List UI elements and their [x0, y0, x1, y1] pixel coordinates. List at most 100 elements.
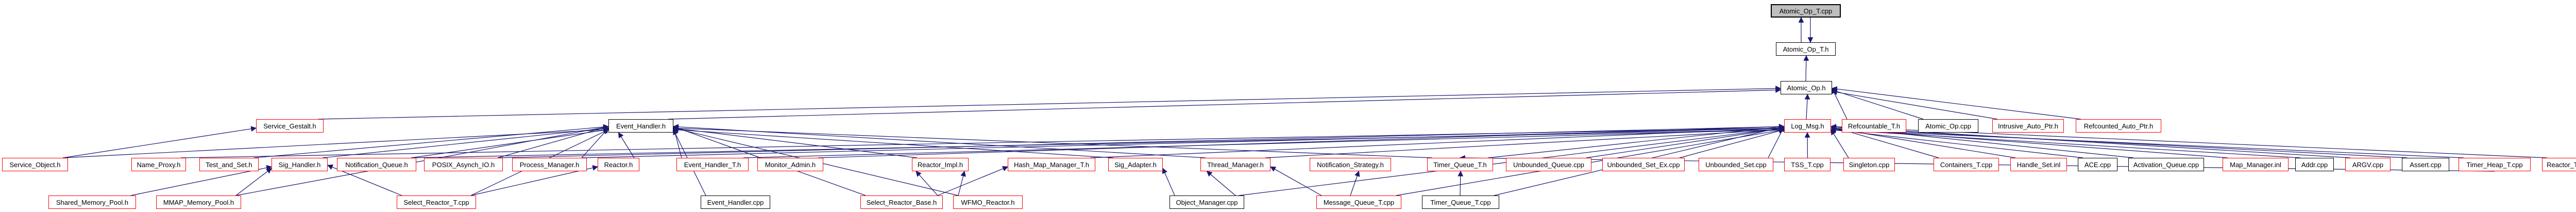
node-label: Event_Handler.h — [616, 122, 666, 130]
node-object_manager_cpp[interactable]: Object_Manager.cpp — [1170, 195, 1244, 209]
node-label: Event_Handler.cpp — [707, 198, 764, 206]
edge-mmap_memory_pool_h-sig_handler_h — [235, 168, 272, 196]
node-label: MMAP_Memory_Pool.h — [163, 198, 234, 206]
edge-addr_cpp-log_msg_h — [1830, 127, 2301, 158]
node-atomic_op_h[interactable]: Atomic_Op.h — [1781, 81, 1832, 94]
edge-reactor_h-event_handler_h — [618, 132, 635, 158]
node-refcounted_auto_ptr_h[interactable]: Refcounted_Auto_Ptr.h — [2076, 119, 2161, 133]
node-assert_cpp[interactable]: Assert.cpp — [2402, 158, 2449, 171]
node-label: Unbounded_Queue.cpp — [1513, 160, 1585, 169]
node-service_object_h[interactable]: Service_Object.h — [2, 158, 68, 171]
node-label: Select_Reactor_Base.h — [866, 198, 937, 206]
node-test_and_set_h[interactable]: Test_and_Set.h — [199, 158, 259, 171]
edge-wfmo_reactor_h-reactor_impl_h — [958, 170, 966, 196]
node-wfmo_reactor_h[interactable]: WFMO_Reactor.h — [953, 195, 1023, 209]
node-name_proxy_h[interactable]: Name_Proxy.h — [131, 158, 186, 171]
edge-timer_queue_t_h-event_handler_h — [672, 125, 1433, 158]
node-unbounded_set_ex_cpp[interactable]: Unbounded_Set_Ex.cpp — [1602, 158, 1685, 171]
node-label: Atomic_Op_T.cpp — [1779, 7, 1833, 15]
node-label: Shared_Memory_Pool.h — [56, 198, 129, 206]
edge-event_handler_t_h-event_handler_h — [672, 126, 682, 158]
node-notification_strategy_h[interactable]: Notification_Strategy.h — [1310, 158, 1391, 171]
node-notification_queue_h[interactable]: Notification_Queue.h — [337, 158, 416, 171]
node-singleton_cpp[interactable]: Singleton.cpp — [1843, 158, 1895, 171]
node-atomic_op_cpp[interactable]: Atomic_Op.cpp — [1918, 119, 1978, 133]
node-label: Timer_Queue_T.h — [1433, 160, 1487, 169]
node-label: Containers_T.cpp — [1940, 160, 1993, 169]
node-label: Service_Gestalt.h — [263, 122, 316, 130]
node-label: Monitor_Admin.h — [765, 160, 816, 169]
edge-select_reactor_base_h-reactor_impl_h — [916, 171, 938, 196]
node-label: Hash_Map_Manager_T.h — [1014, 160, 1089, 169]
node-log_msg_h[interactable]: Log_Msg.h — [1784, 119, 1831, 133]
node-label: Atomic_Op_T.h — [1783, 45, 1829, 53]
edge-message_queue_t_cpp-notification_strategy_h — [1350, 170, 1360, 196]
edge-name_proxy_h-log_msg_h — [180, 125, 1785, 158]
node-label: Name_Proxy.h — [137, 160, 181, 169]
node-argv_cpp[interactable]: ARGV.cpp — [2345, 158, 2391, 171]
edge-thread_manager_h-event_handler_h — [672, 124, 1206, 158]
node-label: Notification_Queue.h — [345, 160, 408, 169]
node-thread_manager_h[interactable]: Thread_Manager.h — [1200, 158, 1270, 171]
node-label: Unbounded_Set.cpp — [1705, 160, 1767, 169]
node-label: Sig_Handler.h — [278, 160, 321, 169]
node-handle_set_inl[interactable]: Handle_Set.inl — [2010, 158, 2067, 171]
edge-posix_asynch_io_h-log_msg_h — [497, 124, 1785, 158]
node-timer_queue_t_cpp2[interactable]: Timer_Queue_T.cpp — [1422, 195, 1499, 209]
node-label: ACE.cpp — [2084, 160, 2111, 169]
node-timer_queue_t_h[interactable]: Timer_Queue_T.h — [1427, 158, 1493, 171]
node-message_queue_t_cpp[interactable]: Message_Queue_T.cpp — [1316, 195, 1401, 209]
node-select_reactor_base_h[interactable]: Select_Reactor_Base.h — [860, 195, 943, 209]
node-refcountable_t_h[interactable]: Refcountable_T.h — [1842, 119, 1906, 133]
node-tss_t_cpp[interactable]: TSS_T.cpp — [1784, 158, 1831, 171]
node-unbounded_set_cpp[interactable]: Unbounded_Set.cpp — [1699, 158, 1773, 171]
node-intrusive_auto_ptr_h[interactable]: Intrusive_Auto_Ptr.h — [1992, 119, 2064, 133]
node-reactor_h[interactable]: Reactor.h — [598, 158, 639, 171]
edge-notification_queue_h-event_handler_h — [411, 127, 609, 158]
edge-notification_queue_h-log_msg_h — [411, 127, 1785, 158]
node-addr_cpp[interactable]: Addr.cpp — [2295, 158, 2334, 171]
node-label: Assert.cpp — [2410, 160, 2442, 169]
edge-unbounded_queue_cpp-log_msg_h — [1586, 126, 1785, 158]
node-reactor_impl_h[interactable]: Reactor_Impl.h — [912, 158, 969, 171]
edge-timer_queue_t_h-log_msg_h — [1487, 124, 1785, 158]
node-timer_heap_t_cpp[interactable]: Timer_Heap_T.cpp — [2459, 158, 2531, 171]
node-process_manager_h[interactable]: Process_Manager.h — [512, 158, 587, 171]
node-atomic_op_t_h[interactable]: Atomic_Op_T.h — [1776, 42, 1836, 56]
node-event_handler_cpp[interactable]: Event_Handler.cpp — [701, 195, 770, 209]
node-select_reactor_t_cpp[interactable]: Select_Reactor_T.cpp — [397, 195, 476, 209]
node-map_manager_inl[interactable]: Map_Manager.inl — [2223, 158, 2289, 171]
node-label: Activation_Queue.cpp — [2133, 160, 2199, 169]
node-sig_handler_h[interactable]: Sig_Handler.h — [272, 158, 328, 171]
edge-event_handler_h-atomic_op_h — [668, 87, 1782, 120]
node-event_handler_t_h[interactable]: Event_Handler_T.h — [676, 158, 749, 171]
node-label: Map_Manager.inl — [2230, 160, 2281, 169]
edge-object_manager_cpp-sig_adapter_h — [1162, 168, 1175, 196]
edge-atomic_op_cpp-atomic_op_h — [1831, 89, 1924, 120]
node-posix_asynch_io_h[interactable]: POSIX_Asynch_IO.h — [424, 158, 503, 171]
node-label: Notification_Strategy.h — [1317, 160, 1384, 169]
node-sig_adapter_h[interactable]: Sig_Adapter.h — [1108, 158, 1163, 171]
node-atomic_op_t_cpp: Atomic_Op_T.cpp — [1771, 4, 1841, 18]
node-event_handler_h[interactable]: Event_Handler.h — [608, 119, 673, 133]
node-label: Singleton.cpp — [1849, 160, 1890, 169]
node-mmap_memory_pool_h[interactable]: MMAP_Memory_Pool.h — [156, 195, 241, 209]
node-shared_memory_pool_h[interactable]: Shared_Memory_Pool.h — [48, 195, 136, 209]
node-hash_map_manager_t_h[interactable]: Hash_Map_Manager_T.h — [1008, 158, 1095, 171]
node-unbounded_queue_cpp[interactable]: Unbounded_Queue.cpp — [1506, 158, 1591, 171]
node-activation_queue_cpp[interactable]: Activation_Queue.cpp — [2128, 158, 2204, 171]
edge-log_msg_h-atomic_op_h — [1804, 93, 1810, 120]
node-service_gestalt_h[interactable]: Service_Gestalt.h — [256, 119, 324, 133]
node-monitor_admin_h[interactable]: Monitor_Admin.h — [757, 158, 823, 171]
edge-object_manager_cpp-thread_manager_h — [1206, 171, 1236, 196]
node-label: Addr.cpp — [2301, 160, 2328, 169]
node-label: Reactor_Token_T.cpp — [2547, 160, 2576, 169]
node-ace_cpp[interactable]: ACE.cpp — [2078, 158, 2117, 171]
edge-process_manager_h-log_msg_h — [581, 125, 1785, 158]
node-containers_t_cpp[interactable]: Containers_T.cpp — [1934, 158, 1999, 171]
node-label: Atomic_Op.cpp — [1925, 122, 1971, 130]
node-reactor_token_t_cpp[interactable]: Reactor_Token_T.cpp — [2542, 158, 2576, 171]
edge-timer_heap_t_cpp-log_msg_h — [1830, 127, 2464, 158]
edge-refcountable_t_h-atomic_op_h — [1832, 88, 1848, 120]
